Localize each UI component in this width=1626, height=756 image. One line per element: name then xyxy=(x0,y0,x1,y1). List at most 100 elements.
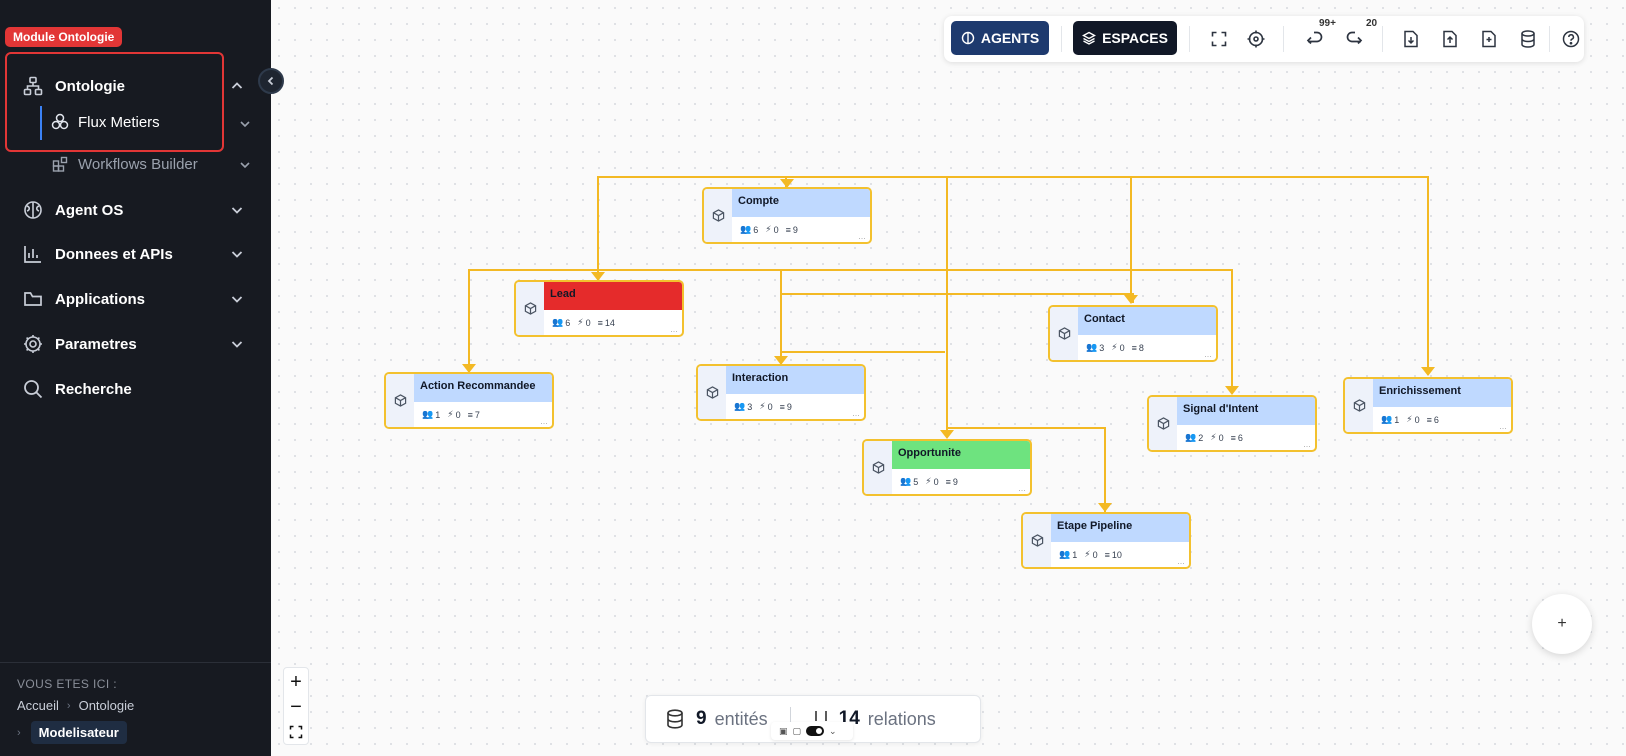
resize-handle[interactable]: … xyxy=(1177,557,1185,566)
bolt-icon: ⚡ xyxy=(447,409,454,419)
users-count: 1 xyxy=(1394,414,1400,425)
espaces-button[interactable]: ESPACES xyxy=(1073,21,1177,55)
add-entity-button[interactable]: + xyxy=(1532,594,1592,654)
resize-handle[interactable]: … xyxy=(858,232,866,241)
sidebar-item-ontologie[interactable]: Ontologie xyxy=(0,66,271,106)
fields-count: 6 xyxy=(1237,432,1243,443)
entity-title: Interaction xyxy=(726,366,864,394)
fields-count: 6 xyxy=(1433,414,1439,425)
resize-handle[interactable]: … xyxy=(1018,484,1026,493)
users-icon: 👥 xyxy=(1086,342,1098,352)
events-count: 0 xyxy=(933,476,939,487)
divider xyxy=(1382,26,1383,52)
blocks-icon xyxy=(50,154,70,174)
chevron-down-icon[interactable]: ⌄ xyxy=(829,725,837,736)
minimap-controls[interactable]: ▣ ▢ ⌄ xyxy=(771,722,853,740)
help-icon[interactable] xyxy=(1560,28,1582,50)
sidebar-item-label: Applications xyxy=(55,290,146,308)
import-file-icon[interactable] xyxy=(1400,28,1422,50)
resize-handle[interactable]: … xyxy=(1303,440,1311,449)
undo-count: 99+ xyxy=(1319,18,1336,29)
entity-node-interaction[interactable]: Interaction 👥3 ⚡0 ≡9 … xyxy=(696,364,866,421)
sidebar-item-recherche[interactable]: Recherche xyxy=(0,369,271,409)
chevron-down-icon[interactable] xyxy=(229,202,245,218)
zoom-out-button[interactable]: − xyxy=(290,695,302,718)
zoom-controls: + − xyxy=(283,667,309,745)
events-count: 0 xyxy=(455,409,461,420)
pan-icon[interactable]: ▢ xyxy=(792,725,802,736)
sidebar-item-agent-os[interactable]: Agent OS xyxy=(0,190,271,230)
resize-handle[interactable]: … xyxy=(540,417,548,426)
sidebar-subitem-flux-metiers[interactable]: Flux Metiers xyxy=(40,104,160,140)
users-count: 6 xyxy=(753,224,759,235)
fit-view-button[interactable] xyxy=(284,720,308,744)
redo-icon[interactable] xyxy=(1343,28,1365,50)
entity-title: Compte xyxy=(732,189,870,217)
chevron-down-icon[interactable] xyxy=(238,117,252,131)
list-icon: ≡ xyxy=(1104,549,1110,560)
chevron-down-icon[interactable] xyxy=(229,246,245,262)
entity-node-compte[interactable]: Compte 👥6 ⚡0 ≡9 … xyxy=(702,187,872,244)
collapse-sidebar-button[interactable] xyxy=(258,68,284,94)
gear-icon xyxy=(22,333,44,355)
divider xyxy=(789,707,791,731)
fields-count: 7 xyxy=(474,409,480,420)
users-count: 1 xyxy=(435,409,441,420)
database-icon[interactable] xyxy=(1517,28,1539,50)
fullscreen-icon[interactable] xyxy=(1208,28,1230,50)
canvas-toolbar: AGENTS ESPACES 99+ 20 xyxy=(944,16,1584,62)
chevron-down-icon[interactable] xyxy=(229,291,245,307)
sidebar-subitem-workflows-builder[interactable]: Workflows Builder xyxy=(40,146,198,182)
entity-title: Action Recommandee xyxy=(414,374,552,402)
fields-count: 10 xyxy=(1111,549,1122,560)
resize-handle[interactable]: … xyxy=(1204,350,1212,359)
chevron-down-icon[interactable] xyxy=(238,158,252,172)
resize-handle[interactable]: … xyxy=(1499,422,1507,431)
users-icon: 👥 xyxy=(900,476,912,486)
entity-stats: 👥3 ⚡0 ≡9 xyxy=(734,401,792,412)
entity-title: Opportunite xyxy=(892,441,1030,469)
resize-handle[interactable]: … xyxy=(670,325,678,334)
users-icon: 👥 xyxy=(1381,414,1393,424)
entity-stats: 👥6 ⚡0 ≡9 xyxy=(740,224,798,235)
select-icon[interactable]: ▣ xyxy=(779,725,788,736)
entity-node-enrichissement[interactable]: Enrichissement 👥1 ⚡0 ≡6 … xyxy=(1343,377,1513,434)
resize-handle[interactable]: … xyxy=(852,409,860,418)
list-icon: ≡ xyxy=(785,224,791,235)
crosshair-icon[interactable] xyxy=(1245,28,1267,50)
bolt-icon: ⚡ xyxy=(1084,549,1091,559)
bar-chart-icon xyxy=(22,243,44,265)
cluster-icon xyxy=(50,112,70,132)
bookmark-icon[interactable] xyxy=(1478,28,1500,50)
export-file-icon[interactable] xyxy=(1439,28,1461,50)
sidebar-item-label: Ontologie xyxy=(55,77,125,95)
active-indicator xyxy=(40,106,42,140)
entity-node-signal-intent[interactable]: Signal d'Intent 👥2 ⚡0 ≡6 … xyxy=(1147,395,1317,452)
sidebar-item-donnees-apis[interactable]: Donnees et APIs xyxy=(0,234,271,274)
entity-stats: 👥1 ⚡0 ≡7 xyxy=(422,409,480,420)
chevron-down-icon[interactable] xyxy=(229,336,245,352)
entity-stats: 👥2 ⚡0 ≡6 xyxy=(1185,432,1243,443)
zoom-in-button[interactable]: + xyxy=(290,670,302,693)
entity-node-contact[interactable]: Contact 👥3 ⚡0 ≡8 … xyxy=(1048,305,1218,362)
entity-node-opportunite[interactable]: Opportunite 👥5 ⚡0 ≡9 … xyxy=(862,439,1032,496)
fields-count: 8 xyxy=(1138,342,1144,353)
entity-node-lead[interactable]: Lead 👥6 ⚡0 ≡14 … xyxy=(514,280,684,337)
breadcrumb-current: › Modelisateur xyxy=(17,721,127,744)
breadcrumb-home[interactable]: Accueil xyxy=(17,698,59,713)
entity-title: Lead xyxy=(544,282,682,310)
folder-icon xyxy=(22,288,44,310)
entity-stats: 👥6 ⚡0 ≡14 xyxy=(552,317,615,328)
agents-button[interactable]: AGENTS xyxy=(951,21,1049,55)
relations-label: relations xyxy=(867,708,936,729)
chevron-up-icon[interactable] xyxy=(229,78,245,94)
entity-stats: 👥1 ⚡0 ≡10 xyxy=(1059,549,1122,560)
entity-node-etape-pipeline[interactable]: Etape Pipeline 👥1 ⚡0 ≡10 … xyxy=(1021,512,1191,569)
layers-icon xyxy=(1082,31,1097,45)
sidebar-item-parametres[interactable]: Parametres xyxy=(0,324,271,364)
sidebar-item-applications[interactable]: Applications xyxy=(0,279,271,319)
breadcrumb-ontologie[interactable]: Ontologie xyxy=(78,698,135,713)
view-toggle[interactable] xyxy=(806,726,825,736)
undo-icon[interactable] xyxy=(1304,28,1326,50)
entity-node-action-recommandee[interactable]: Action Recommandee 👥1 ⚡0 ≡7 … xyxy=(384,372,554,429)
